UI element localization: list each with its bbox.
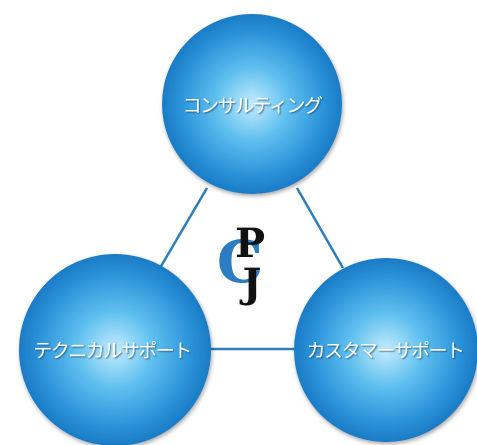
logo-letter-p: P bbox=[235, 220, 265, 267]
node-consulting: コンサルティング bbox=[162, 14, 342, 194]
node-label-technical-support: テクニカルサポート bbox=[33, 340, 191, 362]
connector-lines bbox=[158, 187, 345, 351]
node-label-consulting: コンサルティング bbox=[183, 95, 323, 117]
connector-top-left bbox=[158, 187, 209, 269]
connector-top-right bbox=[295, 187, 345, 269]
node-label-customer-support: カスタマーサポート bbox=[306, 340, 463, 362]
logo-letter-j: J bbox=[240, 260, 262, 307]
node-customer-support: カスタマーサポート bbox=[294, 258, 477, 442]
node-circle-technical-support bbox=[19, 254, 211, 445]
logo-letter-c: C bbox=[217, 228, 263, 296]
pcj-logo: C P J bbox=[217, 220, 265, 307]
node-circle-customer-support bbox=[294, 258, 477, 442]
node-circle-consulting bbox=[162, 14, 342, 194]
node-technical-support: テクニカルサポート bbox=[19, 254, 211, 445]
